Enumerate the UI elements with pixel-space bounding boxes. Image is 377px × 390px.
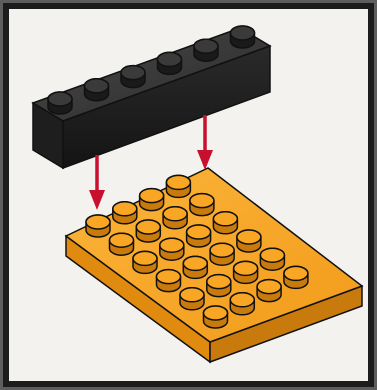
plate-stud bbox=[135, 219, 162, 243]
plate-studs bbox=[85, 174, 309, 329]
plate-stud bbox=[229, 292, 256, 316]
brick-studs bbox=[47, 25, 256, 115]
plate-stud bbox=[256, 278, 282, 303]
brick-stud bbox=[156, 51, 183, 76]
plate-stud bbox=[182, 255, 209, 280]
plate-stud bbox=[132, 250, 158, 275]
black-brick bbox=[31, 25, 272, 170]
plate-stud bbox=[112, 201, 138, 225]
plate-stud bbox=[108, 232, 135, 256]
plate-stud bbox=[179, 287, 205, 311]
plate-stud bbox=[206, 273, 232, 298]
brick-stud bbox=[83, 78, 110, 102]
plate-stud bbox=[155, 268, 182, 293]
plate-stud bbox=[232, 260, 259, 285]
plate-stud bbox=[202, 305, 229, 329]
plate-stud bbox=[185, 224, 212, 248]
plate-stud bbox=[189, 192, 215, 217]
placement-arrows bbox=[89, 115, 213, 210]
plate-stud bbox=[209, 242, 235, 266]
plate-stud bbox=[259, 247, 286, 271]
plate-stud bbox=[85, 214, 111, 238]
plate-stud bbox=[283, 265, 309, 290]
orange-plate bbox=[64, 167, 364, 364]
plate-stud bbox=[165, 174, 192, 199]
plate-stud bbox=[212, 211, 239, 235]
arrow-left bbox=[89, 155, 105, 210]
plate-stud bbox=[138, 187, 165, 212]
brick-stud bbox=[47, 91, 73, 115]
plate-stud bbox=[236, 229, 262, 253]
plate-stud bbox=[159, 237, 185, 261]
arrow-right bbox=[197, 115, 213, 170]
brick-stud bbox=[120, 64, 146, 89]
plate-stud bbox=[162, 206, 188, 230]
brick-end-face bbox=[32, 101, 64, 170]
brick-stud bbox=[229, 25, 256, 49]
brick-stud bbox=[193, 38, 219, 62]
